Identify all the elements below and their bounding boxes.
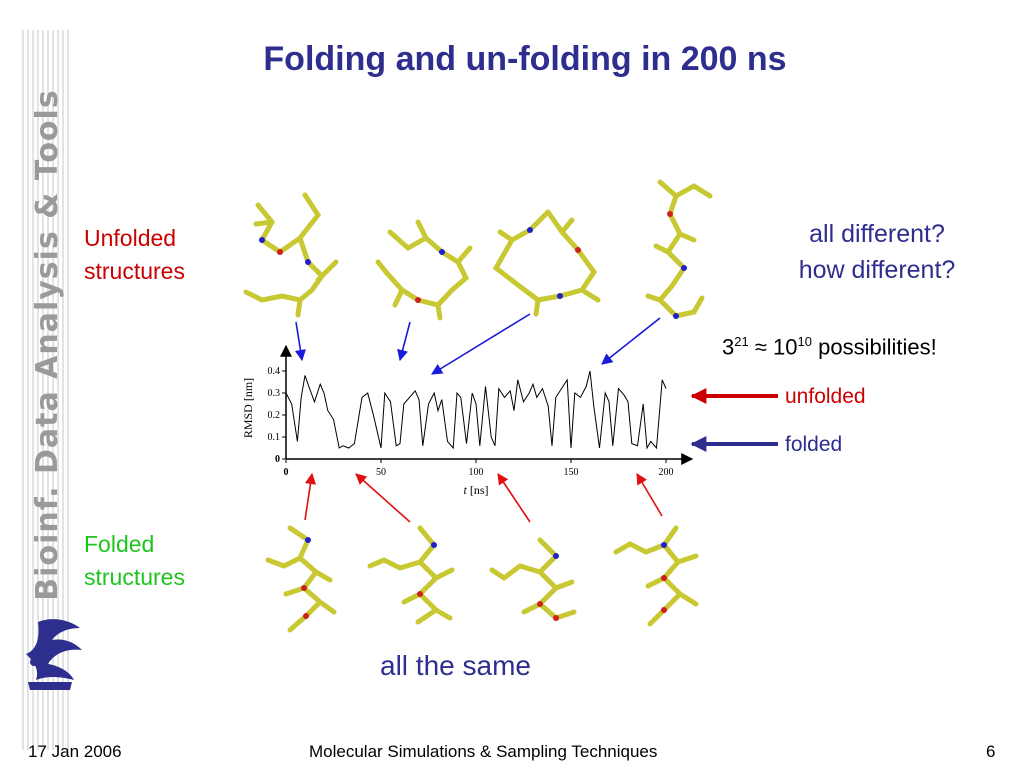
footer-date: 17 Jan 2006	[28, 742, 122, 761]
unfolded-molecule-1	[243, 192, 339, 318]
unfolded-molecule-4	[645, 179, 713, 319]
x-tick-label: 100	[469, 467, 484, 478]
folded-label: folded	[785, 433, 843, 456]
y-tick-label: 0.3	[268, 388, 281, 399]
footer-course: Molecular Simulations & Sampling Techniq…	[309, 742, 658, 761]
unfolded-label: unfolded	[785, 385, 866, 408]
y-axis-label: RMSD [nm]	[241, 378, 255, 438]
all-the-same-text: all the same	[380, 650, 531, 681]
rmsd-chart: 0 50 100 150 200 0 0.1 0.2 0.3 0.4 RMSD [nm] t [n…	[241, 344, 694, 497]
x-tick-label: 150	[564, 467, 579, 478]
footer-page-number: 6	[986, 742, 996, 761]
folded-molecule-3	[489, 537, 577, 621]
unfolded-molecule-3	[492, 209, 601, 317]
y-tick-label: 0	[275, 454, 280, 465]
x-tick-label: 200	[659, 467, 674, 478]
folded-molecule-2	[367, 525, 455, 625]
rmsd-series-line	[285, 370, 667, 450]
university-logo-icon	[26, 619, 82, 690]
y-tick-label: 0.2	[268, 410, 281, 421]
folded-molecule-1	[265, 525, 337, 633]
unfolded-pointer-arrows	[294, 313, 661, 375]
y-tick-label: 0.4	[268, 366, 281, 377]
page-title: Folding and un-folding in 200 ns	[263, 40, 787, 78]
possibilities-text: 321 ≈ 1010 possibilities!	[722, 334, 937, 360]
folded-molecule-4	[613, 525, 699, 627]
x-tick-label: 50	[376, 467, 386, 478]
question-text: all different?how different?	[798, 220, 956, 284]
folded-pointer-arrows	[304, 472, 663, 523]
x-axis-label: t [ns]	[463, 483, 488, 497]
y-tick-label: 0.1	[268, 432, 281, 443]
unfolded-molecule-2	[375, 219, 473, 321]
x-tick-label: 0	[284, 467, 289, 478]
